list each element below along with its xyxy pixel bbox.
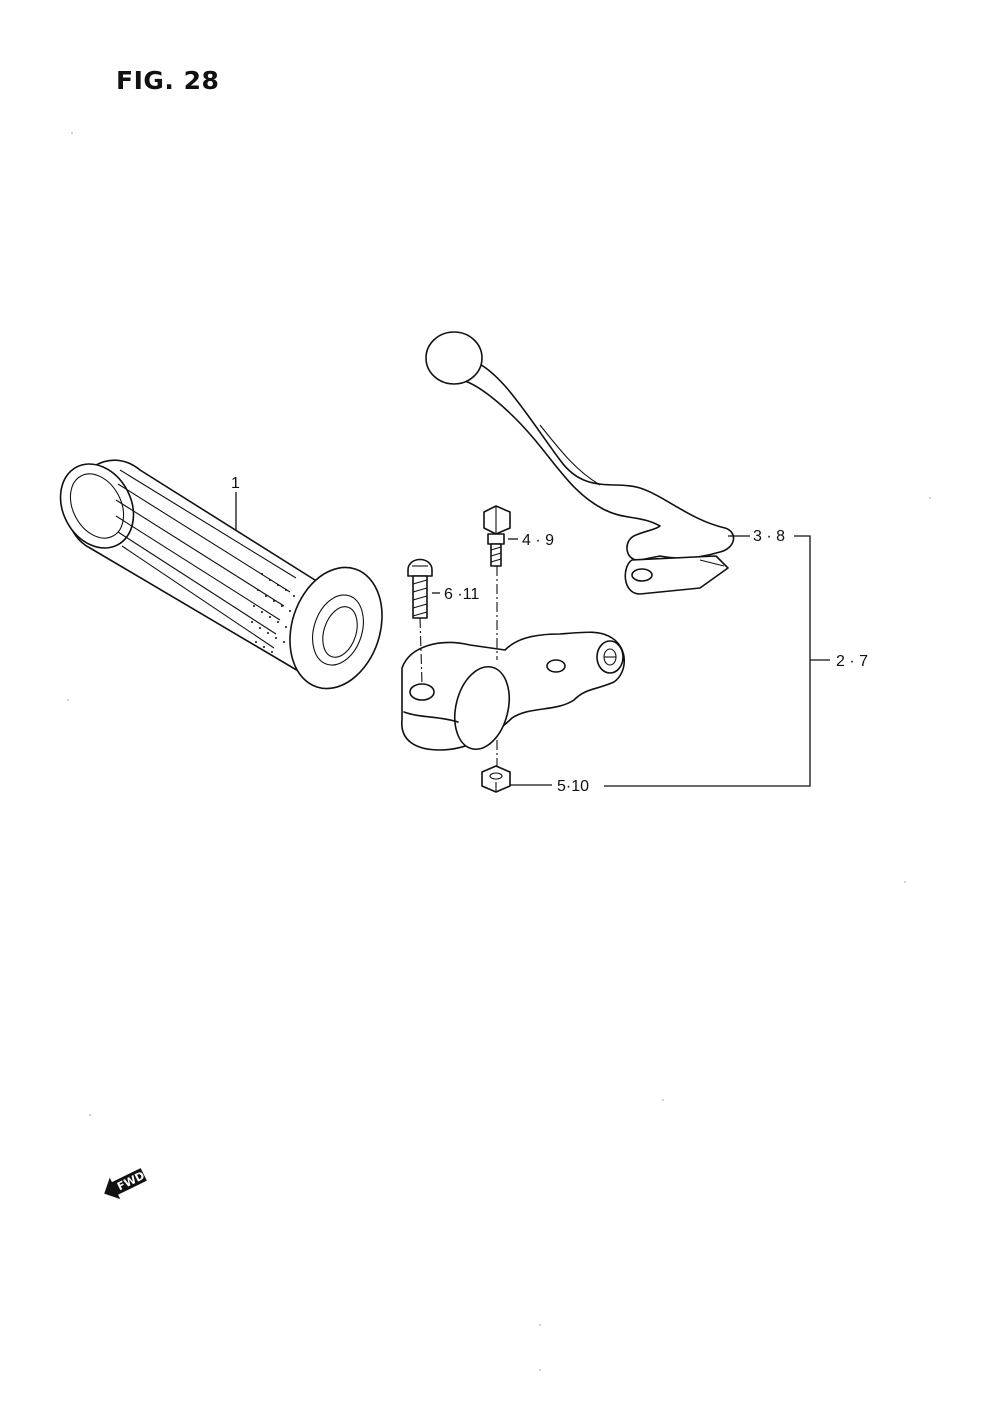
callout-nut: 5·10 [557,778,589,795]
callout-grip: 1 [231,475,240,492]
figure-title: FIG. 28 [116,66,220,95]
fwd-arrow-icon: FWD [104,1168,147,1200]
assembly-axes [419,566,498,766]
lever-bracket [401,631,626,751]
scan-specks [67,132,931,1371]
handlebar-grip [59,459,383,690]
callout-lever: 3 · 8 [753,528,785,545]
callout-bracket-assembly: 2 · 7 [836,653,868,670]
nut [481,765,511,793]
lever [425,331,735,595]
fwd-label: FWD [115,1169,147,1193]
pivot-bolt [483,505,511,567]
leader-lines [235,492,830,787]
callout-pivot-bolt: 4 · 9 [522,532,554,549]
clamp-screw [407,558,433,619]
callout-clamp-screw: 6 ·11 [444,586,479,603]
